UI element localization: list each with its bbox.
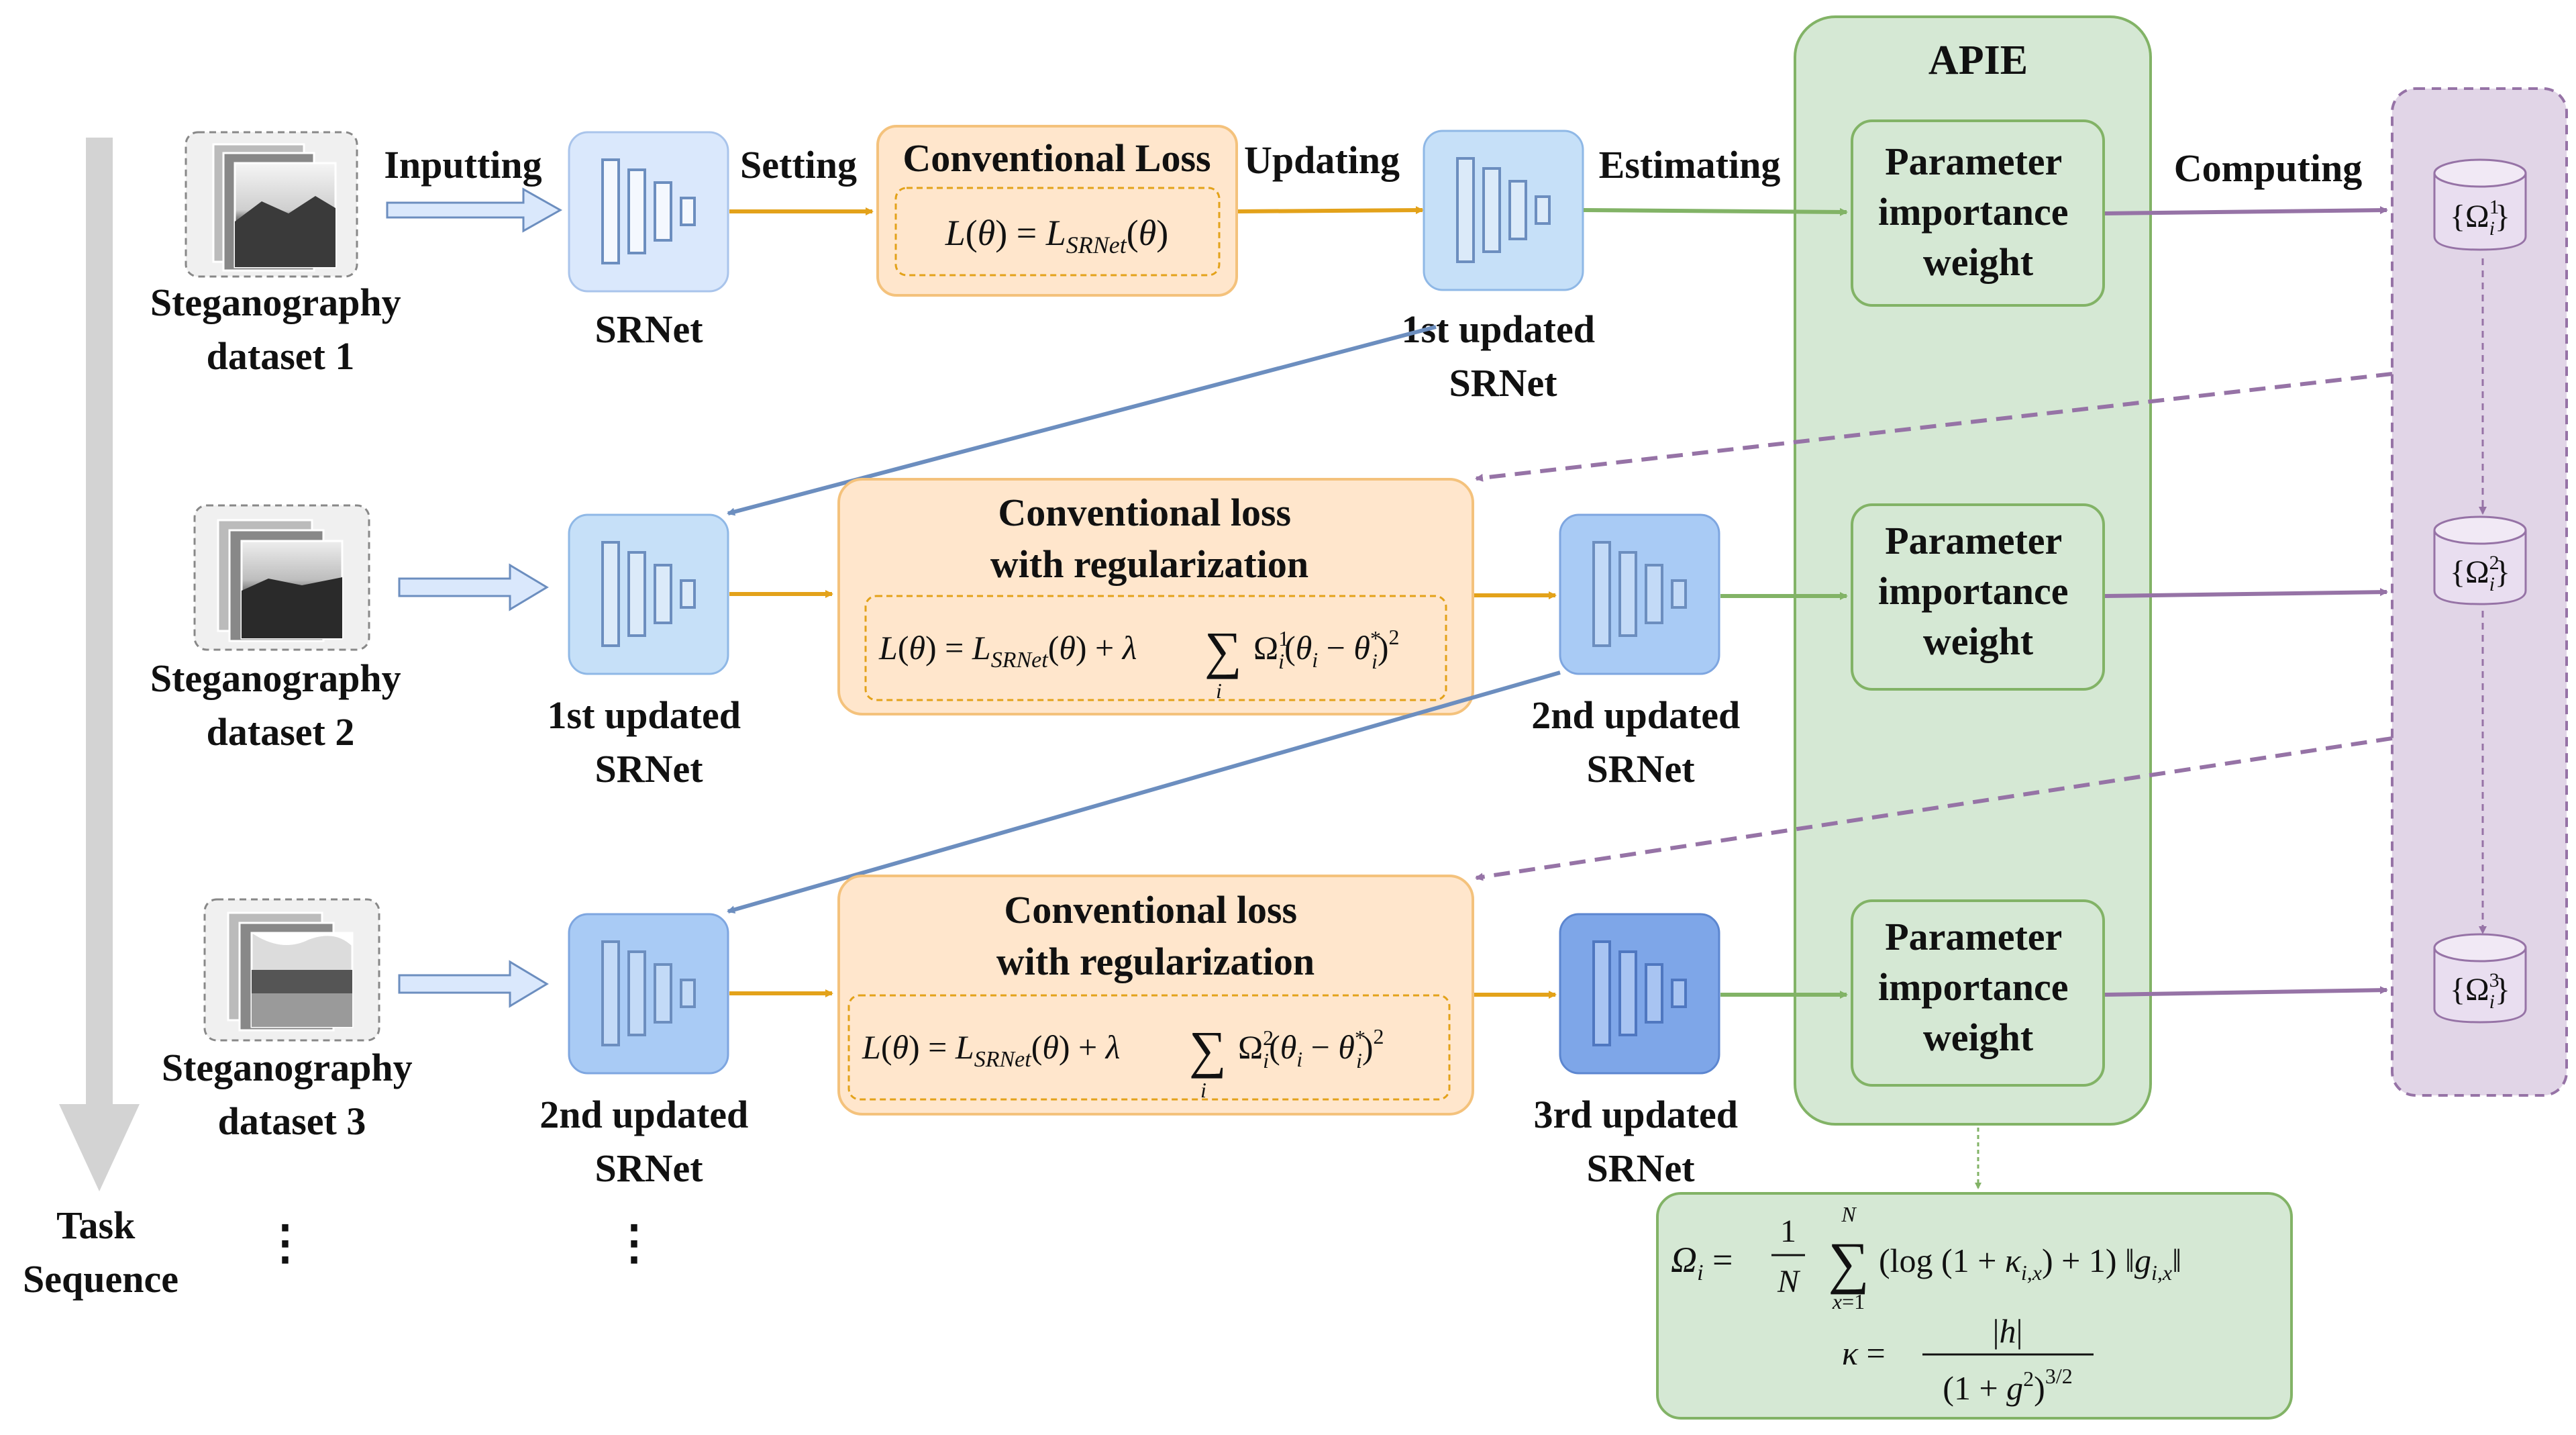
piw-box-3: [1851, 899, 2105, 1087]
omega-formula-box: [1656, 1192, 2293, 1420]
svg-text:i: i: [1216, 679, 1222, 703]
srnet-1-label: SRNet: [595, 307, 703, 351]
svg-text:Ωi =: Ωi =: [1671, 1240, 1733, 1285]
feedback-arrow-1: [1475, 372, 2393, 482]
ellipsis-datasets: ⋮: [262, 1218, 309, 1269]
svg-text:L(θ) = LSRNet(θ) + λ: L(θ) = LSRNet(θ) + λ: [878, 629, 1137, 673]
dataset-2-label: Steganography dataset 2: [150, 656, 411, 754]
input-arrow-2: [398, 563, 549, 611]
piw-label-3: Parameter importance weight: [1878, 915, 2078, 1059]
srnet-1st-updated-row2: [568, 513, 729, 675]
ellipsis-srnets: ⋮: [611, 1218, 658, 1269]
task-sequence-arrow: [59, 138, 140, 1191]
arrow-updating-1: [1237, 206, 1424, 215]
loss-formula-frame-1: [894, 187, 1221, 277]
dataset-3-label: Steganography dataset 3: [162, 1046, 422, 1143]
arrow-estimating-1: [1583, 207, 1848, 216]
label-inputting: Inputting: [384, 143, 542, 187]
dataset-1-thumbnail: [185, 131, 358, 278]
svg-text:∑: ∑: [1204, 621, 1242, 679]
label-updating: Updating: [1244, 138, 1400, 182]
svg-text:{Ω2i}: {Ω2i}: [2450, 552, 2510, 595]
transfer-arrow-2: [727, 671, 1561, 914]
svg-text:∑: ∑: [1828, 1230, 1869, 1295]
svg-text:1: 1: [1780, 1214, 1796, 1249]
svg-text:|h|: |h|: [1992, 1312, 2022, 1350]
srnet-row3-input-label: 2nd updated SRNet: [539, 1093, 758, 1190]
srnet-1st-updated-top: [1423, 130, 1584, 291]
srnet-row2-output-label: 2nd updated SRNet: [1531, 693, 1750, 791]
transfer-arrow-1: [727, 325, 1437, 516]
piw-box-1: [1851, 119, 2105, 307]
piw-label-1: Parameter importance weight: [1878, 140, 2078, 284]
loss-formula-frame-3: [847, 994, 1451, 1101]
svg-text:x=1: x=1: [1832, 1289, 1865, 1314]
svg-text:N: N: [1777, 1264, 1801, 1299]
task-sequence-label: Task Sequence: [23, 1203, 178, 1301]
arrow-computing-3: [2104, 986, 2388, 997]
piw-box-2: [1851, 503, 2105, 691]
srnet-1: [568, 131, 729, 293]
feedback-arrow-2: [1475, 736, 2393, 881]
srnet-3rd-updated: [1559, 913, 1720, 1075]
label-computing: Computing: [2174, 146, 2362, 190]
svg-text:κ =: κ =: [1842, 1334, 1886, 1372]
srnet-2nd-updated-row2: [1559, 513, 1720, 675]
loss-formula-1: L(θ) = LSRNet(θ): [945, 213, 1169, 258]
svg-text:Ω2i(θi − θ*i)2: Ω2i(θi − θ*i)2: [1238, 1024, 1384, 1073]
label-setting: Setting: [740, 143, 857, 187]
dataset-3-thumbnail: [203, 898, 380, 1042]
svg-text:{Ω1i}: {Ω1i}: [2450, 196, 2510, 240]
omega-formula: Ωi = 1 N N ∑ x=1 (log (1 + κi,x) + 1) ‖g…: [1671, 1202, 2181, 1314]
dataset-2-thumbnail: [193, 504, 370, 651]
piw-label-2: Parameter importance weight: [1878, 519, 2078, 663]
svg-text:N: N: [1841, 1202, 1857, 1226]
label-estimating: Estimating: [1599, 143, 1781, 187]
loss-formula-frame-2: [864, 595, 1447, 701]
apie-title: APIE: [1928, 38, 2028, 83]
svg-text:∑: ∑: [1189, 1020, 1227, 1079]
loss-title-1: Conventional Loss: [903, 136, 1210, 180]
svg-text:{Ω3i}: {Ω3i}: [2450, 969, 2510, 1013]
input-arrow-3: [398, 960, 549, 1008]
svg-text:Ω1i(θi − θ*i)2: Ω1i(θi − θ*i)2: [1253, 625, 1399, 673]
loss-title-3: Conventional loss with regularization: [996, 888, 1315, 983]
loss-title-2: Conventional loss with regularization: [990, 491, 1308, 586]
srnet-row2-input-label: 1st updated SRNet: [548, 693, 751, 791]
srnet-1st-updated-top-label: 1st updated SRNet: [1402, 307, 1605, 405]
arrow-computing-1: [2104, 206, 2388, 215]
input-arrow-1: [386, 187, 563, 233]
srnet-row3-output-label: 3rd updated SRNet: [1533, 1093, 1747, 1190]
dataset-1-label: Steganography dataset 1: [150, 281, 411, 378]
svg-text:i: i: [1200, 1078, 1206, 1102]
srnet-2nd-updated-row3: [568, 913, 729, 1075]
arrow-computing-2: [2104, 588, 2388, 598]
